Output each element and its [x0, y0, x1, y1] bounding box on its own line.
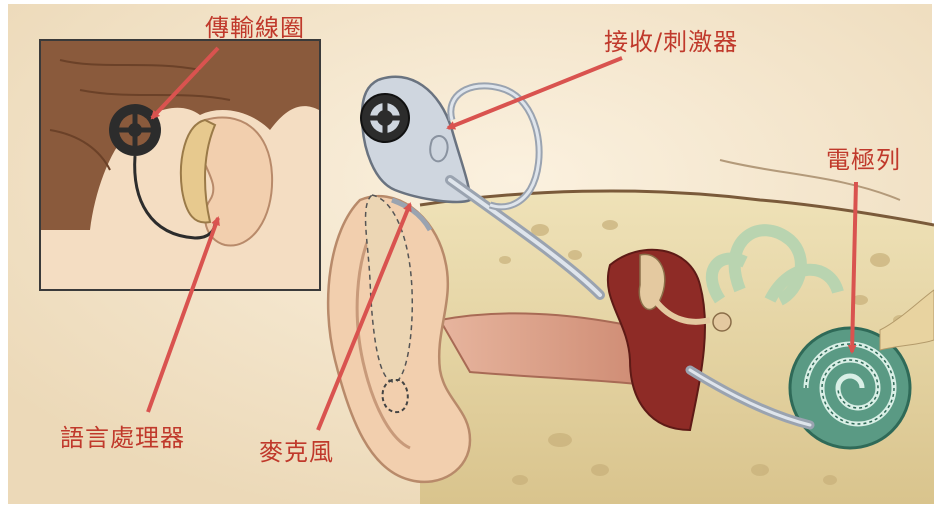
label-microphone: 麥克風 [259, 438, 334, 466]
inset-panel [40, 40, 320, 290]
label-speech-processor: 語言處理器 [60, 424, 185, 452]
label-electrode-array: 電極列 [826, 146, 901, 174]
label-receiver-stimulator: 接收/刺激器 [604, 28, 738, 56]
label-transmitter-coil: 傳輸線圈 [205, 14, 305, 42]
